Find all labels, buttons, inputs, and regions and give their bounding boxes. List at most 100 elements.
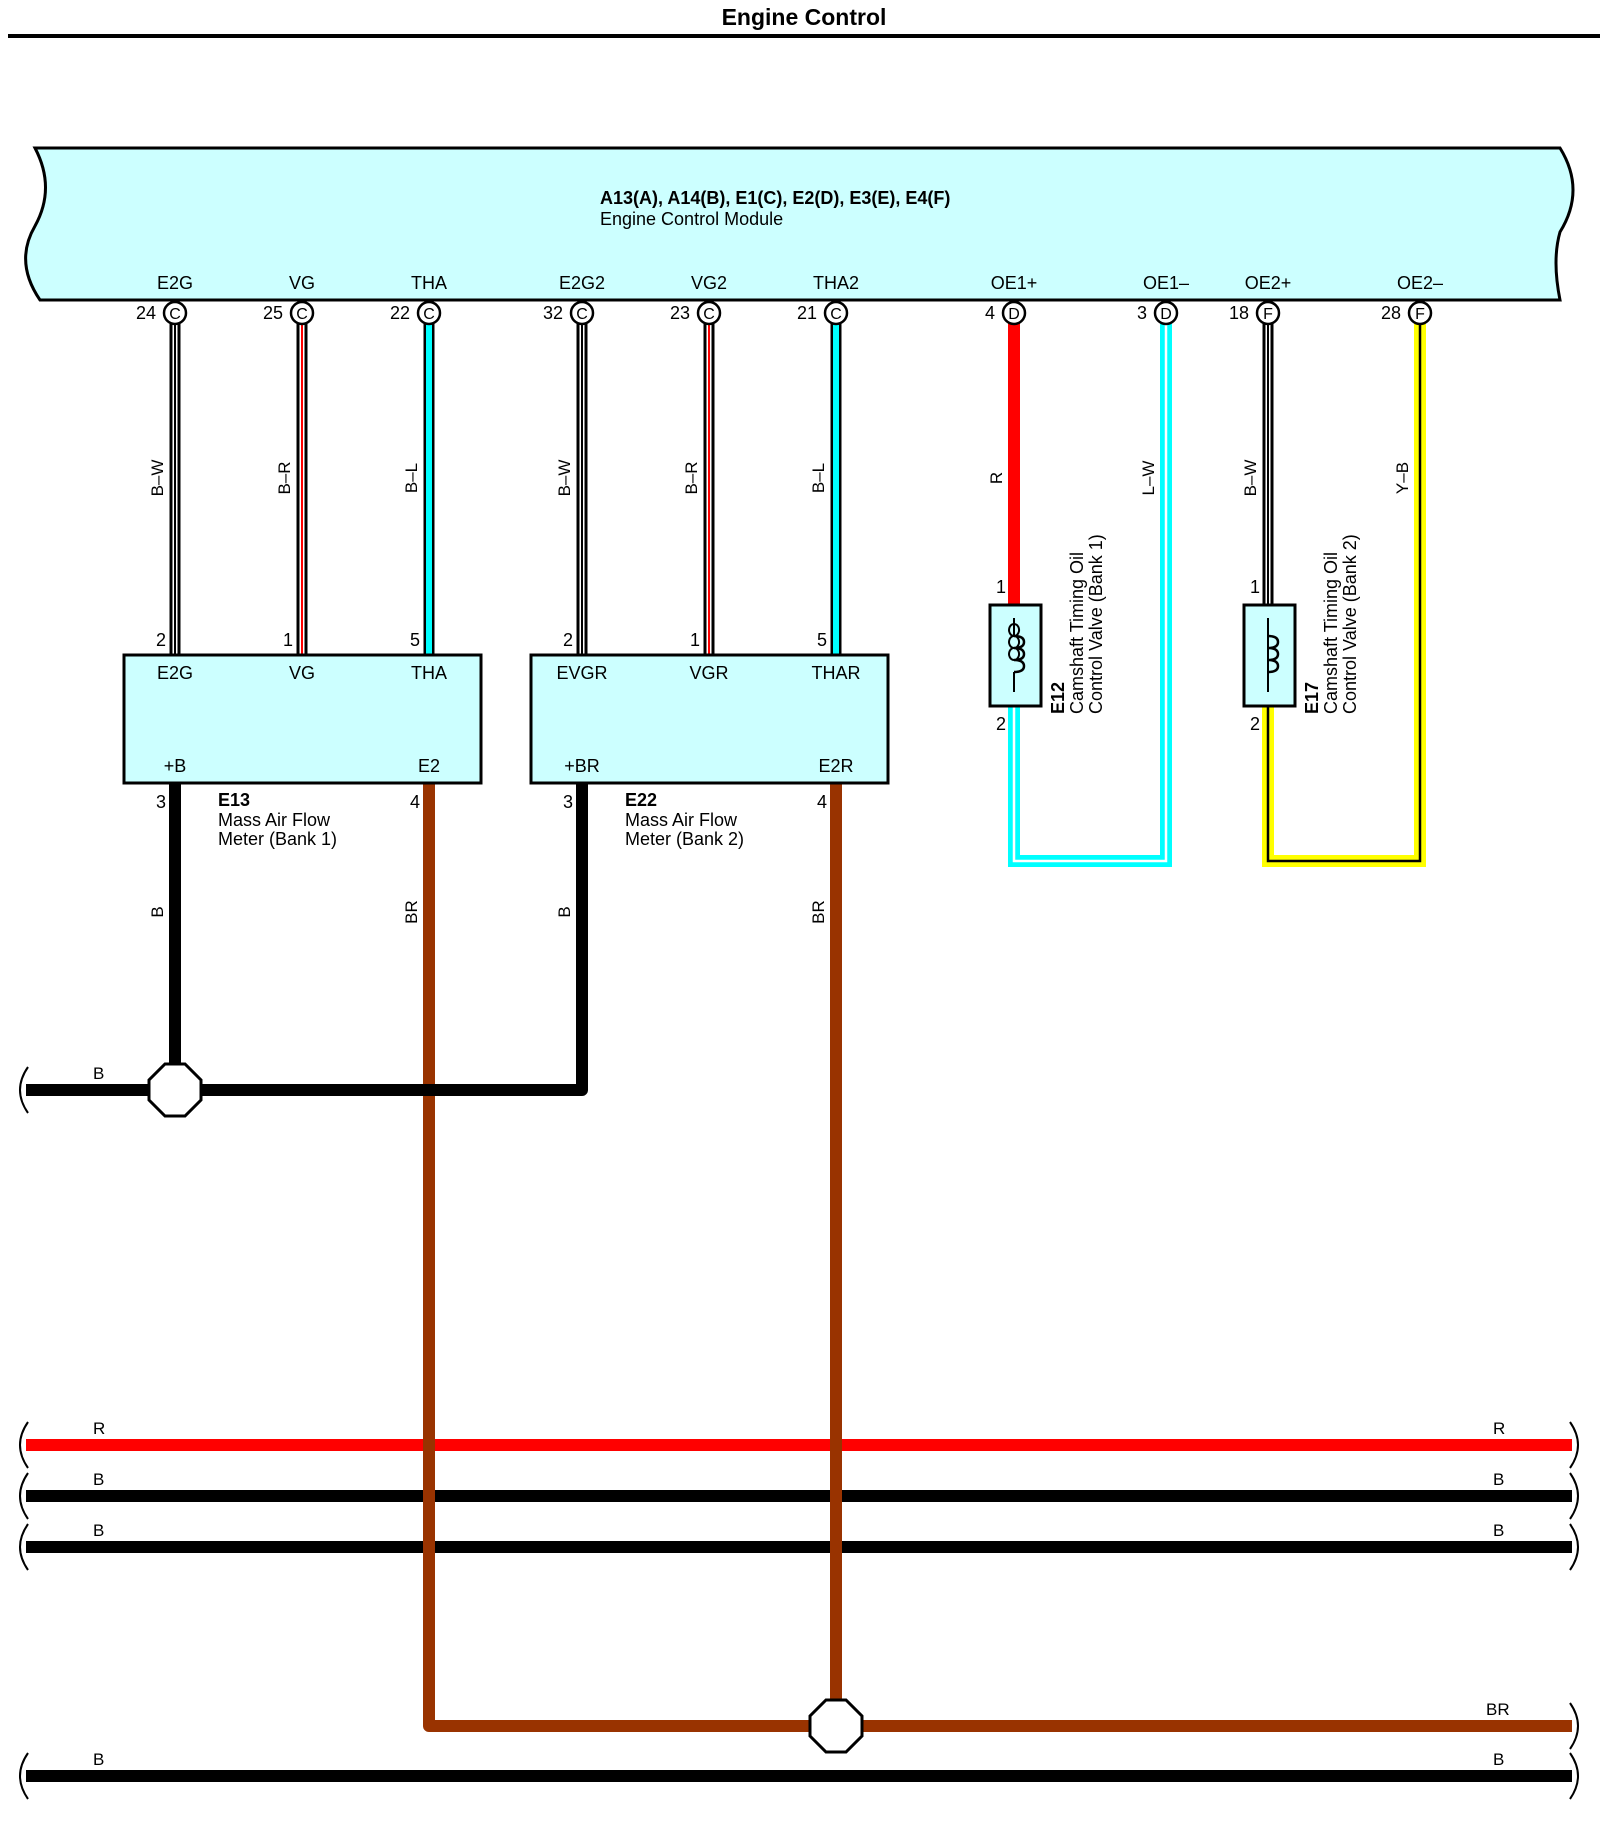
maf1-pin-vg-number: 1 — [283, 630, 293, 650]
ocv1-body — [988, 603, 1043, 708]
pin-4-connector: D — [1008, 306, 1020, 323]
ecm-terminal-oe1p: OE1+ — [991, 273, 1038, 293]
coil-loops — [1013, 634, 1026, 674]
pin-24-connector: C — [169, 306, 181, 323]
oil-control-valve-bank1: 1 2 E12 Camshaft Timing Oil Control Valv… — [988, 534, 1106, 734]
bus-red-left-label: R — [93, 1419, 105, 1438]
bus-black-3-right-label: B — [1493, 1750, 1504, 1769]
ecm-terminal-tha2: THA2 — [813, 273, 859, 293]
bus-red-right-label: R — [1493, 1419, 1505, 1438]
pin-22-number: 22 — [390, 303, 410, 323]
wire-label-6: B–L — [809, 463, 828, 493]
ocv2-code: E17 — [1302, 682, 1322, 714]
pin-3-number: 3 — [1137, 303, 1147, 323]
wire-br-e2r: BR — [830, 784, 1572, 1732]
ecm-terminal-tha: THA — [411, 273, 447, 293]
ecm-terminal-oe2p: OE2+ — [1245, 273, 1292, 293]
pin-4-number: 4 — [985, 303, 995, 323]
ecm-connectors: A13(A), A14(B), E1(C), E2(D), E3(E), E4(… — [600, 188, 950, 208]
ocv1-pin-top: 1 — [996, 577, 1006, 597]
maf-sensor-bank2: EVGR VGR THAR 2 1 5 +BR E2R 3 4 E22 Mass… — [529, 630, 890, 849]
wire-label-maf2-br: BR — [809, 900, 828, 924]
ecm-terminal-e2g: E2G — [157, 273, 193, 293]
maf2-pin-plusbr-number: 3 — [563, 792, 573, 812]
wire-label-maf2-b: B — [555, 906, 574, 917]
bus-black-2-left-label: B — [93, 1521, 104, 1540]
pin-23-number: 23 — [670, 303, 690, 323]
wire-y-b-ocv2 — [1262, 313, 1426, 867]
maf-sensor-bank1: E2G VG THA 2 1 5 +B E2 3 4 E13 Mass Air … — [122, 630, 483, 849]
maf2-desc2: Meter (Bank 2) — [625, 829, 744, 849]
ecm-terminal-vg2: VG2 — [691, 273, 727, 293]
wire-label-maf1-br: BR — [402, 900, 421, 924]
pin-28-number: 28 — [1381, 303, 1401, 323]
bus-black-3-left-label: B — [93, 1750, 104, 1769]
ecm-pins: C 24 C 25 C 22 C 32 C 23 C 21 — [136, 300, 1433, 326]
wire-label-1: B–W — [148, 460, 167, 497]
pin-21-connector: C — [830, 306, 842, 323]
ocv2-body — [1242, 603, 1297, 708]
ocv2-desc1: Camshaft Timing Oil — [1321, 552, 1341, 714]
maf1-code: E13 — [218, 790, 250, 810]
pin-32-connector: C — [576, 306, 588, 323]
bus-black-1: B B — [26, 1470, 1572, 1502]
maf1-pin-tha-number: 5 — [410, 630, 420, 650]
wire-label-4: B–W — [555, 460, 574, 497]
ocv1-desc1: Camshaft Timing Oil — [1067, 552, 1087, 714]
pin-18-number: 18 — [1229, 303, 1249, 323]
maf2-pin-e2r-number: 4 — [817, 792, 827, 812]
page-title: Engine Control — [722, 4, 887, 30]
maf2-pin-evgr-label: EVGR — [556, 663, 607, 683]
pin-21: C 21 — [797, 300, 849, 326]
oil-control-valve-bank2: 1 2 E17 Camshaft Timing Oil Control Valv… — [1242, 534, 1360, 734]
maf2-code: E22 — [625, 790, 657, 810]
bus-black-1-left-label: B — [93, 1470, 104, 1489]
ecm-terminal-oe1m: OE1– — [1143, 273, 1189, 293]
ocv1-desc2: Control Valve (Bank 1) — [1086, 534, 1106, 714]
pin-25-connector: C — [296, 306, 308, 323]
ocv2-pin-bottom: 2 — [1250, 714, 1260, 734]
ecm-name: Engine Control Module — [600, 209, 783, 229]
pin-23: C 23 — [670, 300, 722, 326]
maf2-pin-plusbr-label: +BR — [564, 756, 600, 776]
ocv2-pin-top: 1 — [1250, 577, 1260, 597]
pin-28-connector: F — [1415, 306, 1425, 323]
pin-18: F 18 — [1229, 300, 1281, 326]
maf1-pin-e2g-number: 2 — [156, 630, 166, 650]
maf2-pin-evgr-number: 2 — [563, 630, 573, 650]
maf2-body — [529, 653, 890, 785]
pin-22-connector: C — [423, 306, 435, 323]
bus-black-1-right-label: B — [1493, 1470, 1504, 1489]
bus-red: R R — [26, 1419, 1572, 1451]
pin-32: C 32 — [543, 300, 595, 326]
maf1-body — [122, 653, 483, 785]
maf1-desc1: Mass Air Flow — [218, 810, 331, 830]
maf2-pin-thar-label: THAR — [812, 663, 861, 683]
pin-25-number: 25 — [263, 303, 283, 323]
wire-label-7: R — [987, 472, 1006, 484]
maf2-desc1: Mass Air Flow — [625, 810, 738, 830]
wire-label-maf1-b: B — [148, 906, 167, 917]
coil-icon — [1267, 634, 1280, 674]
engine-control-module: A13(A), A14(B), E1(C), E2(D), E3(E), E4(… — [24, 146, 1575, 302]
pin-23-connector: C — [703, 306, 715, 323]
maf1-desc2: Meter (Bank 1) — [218, 829, 337, 849]
ocv1-pin-bottom: 2 — [996, 714, 1006, 734]
pin-3: D 3 — [1137, 300, 1179, 326]
wire-label-9: B–W — [1241, 460, 1260, 497]
maf1-pin-e2-label: E2 — [418, 756, 440, 776]
maf2-pin-vgr-number: 1 — [690, 630, 700, 650]
pin-28: F 28 — [1381, 300, 1433, 326]
maf2-pin-e2r-label: E2R — [818, 756, 853, 776]
ecm-terminal-vg: VG — [289, 273, 315, 293]
pin-32-number: 32 — [543, 303, 563, 323]
ecm-terminal-oe2m: OE2– — [1397, 273, 1443, 293]
wire-br-e2 — [423, 784, 836, 1732]
bus-black-2: B B — [26, 1521, 1572, 1553]
maf1-pin-vg-label: VG — [289, 663, 315, 683]
wire-label-5: B–R — [682, 461, 701, 494]
bus-brown-right-label: BR — [1486, 1700, 1510, 1719]
ocv2-desc2: Control Valve (Bank 2) — [1340, 534, 1360, 714]
pin-24-number: 24 — [136, 303, 156, 323]
